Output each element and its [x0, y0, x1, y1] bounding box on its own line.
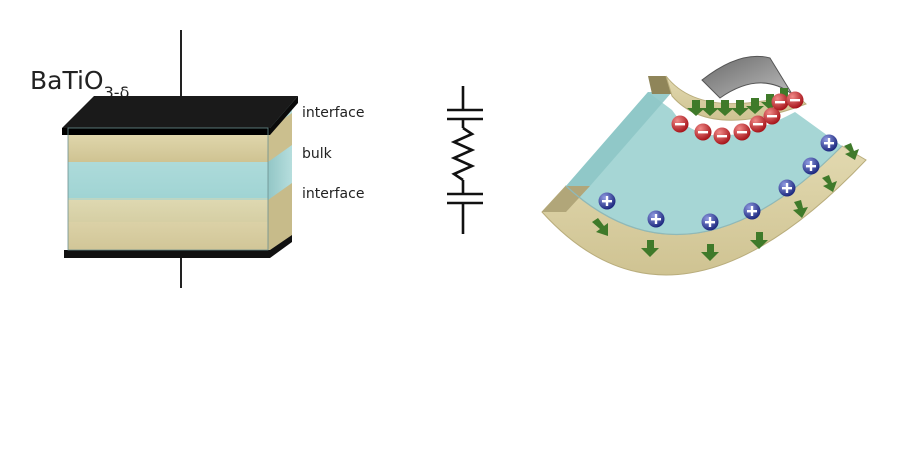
- positive-charges: [598, 134, 838, 231]
- bulk-label: bulk: [302, 146, 332, 162]
- arrow-marker: [716, 100, 734, 116]
- arrow-marker: [844, 143, 859, 160]
- bottom-interface-label: interface: [302, 186, 365, 202]
- negative-charges: [671, 91, 804, 145]
- negative-charge: [671, 115, 689, 133]
- arrow-marker: [793, 200, 808, 218]
- capacitor-block: [62, 30, 298, 288]
- top-electrode: [62, 96, 298, 128]
- positive-charge: [778, 179, 796, 197]
- negative-charge: [763, 107, 781, 125]
- equivalent-circuit: [447, 86, 483, 234]
- formula-main: BaTiO: [30, 66, 104, 95]
- top-interface-layer: [68, 130, 268, 162]
- inner-electrode: [701, 55, 793, 99]
- bottom-electrode: [64, 235, 292, 258]
- negative-charge: [786, 91, 804, 109]
- negative-charge: [733, 123, 751, 141]
- arrow-marker: [750, 232, 768, 249]
- end-face: [566, 92, 672, 186]
- arrow-marker: [641, 240, 659, 257]
- bottom-interface-layer: [68, 198, 268, 250]
- positive-charge: [647, 210, 665, 228]
- positive-charge: [743, 202, 761, 220]
- positive-charge: [820, 134, 838, 152]
- arrow-marker: [701, 100, 719, 116]
- positive-charge: [598, 192, 616, 210]
- strain-arrows-outer: [592, 143, 859, 261]
- top-interface-label: interface: [302, 105, 365, 121]
- negative-charge: [771, 93, 789, 111]
- arrow-marker: [687, 100, 705, 116]
- positive-charge: [701, 213, 719, 231]
- arrow-marker: [592, 218, 608, 236]
- positive-charge: [802, 157, 820, 175]
- arrow-marker: [701, 244, 719, 261]
- arrow-marker: [822, 175, 837, 192]
- resistor-zigzag: [450, 126, 476, 182]
- arrow-marker: [746, 98, 764, 114]
- bent-sample: [541, 55, 867, 276]
- arrow-marker: [731, 100, 749, 116]
- negative-charge: [713, 127, 731, 145]
- negative-charge: [749, 115, 767, 133]
- negative-charge: [694, 123, 712, 141]
